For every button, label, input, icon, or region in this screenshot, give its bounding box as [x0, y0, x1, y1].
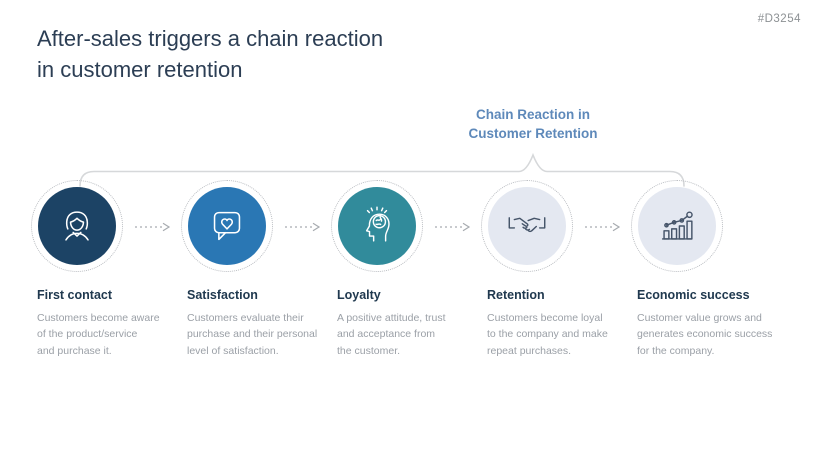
dotted-arrow-icon — [435, 222, 471, 232]
dotted-ring — [181, 180, 273, 272]
step-title: Satisfaction — [187, 288, 258, 302]
step-title: Retention — [487, 288, 545, 302]
chain-steps-row: First contact Customers become aware of … — [2, 180, 772, 359]
chain-reaction-label: Chain Reaction in Customer Retention — [468, 107, 598, 141]
slide-code: #D3254 — [757, 13, 801, 25]
handshake-icon — [504, 203, 550, 249]
brace-bracket — [79, 152, 685, 187]
dotted-ring — [31, 180, 123, 272]
dotted-arrow-icon — [285, 222, 321, 232]
step-title: Loyalty — [337, 288, 381, 302]
growth-chart-icon — [654, 203, 700, 249]
step-loyalty: Loyalty A positive attitude, trust and a… — [302, 180, 452, 359]
step-first-contact: First contact Customers become aware of … — [2, 180, 160, 359]
step-description: Customers evaluate their purchase and th… — [187, 312, 318, 357]
step-description: A positive attitude, trust and acceptanc… — [337, 312, 446, 357]
speech-bubble-heart-icon — [204, 203, 250, 249]
step-circle — [188, 187, 266, 265]
dotted-ring — [481, 180, 573, 272]
step-description: Customers become loyal to the company an… — [487, 312, 608, 357]
person-icon — [54, 203, 100, 249]
head-brain-icon — [354, 203, 400, 249]
step-description: Customers become aware of the product/se… — [37, 312, 160, 357]
dotted-ring — [331, 180, 423, 272]
step-title: Economic success — [637, 288, 750, 302]
step-economic-success: Economic success Customer value grows an… — [602, 180, 772, 359]
step-circle — [338, 187, 416, 265]
step-satisfaction: Satisfaction Customers evaluate their pu… — [152, 180, 317, 359]
step-description: Customer value grows and generates econo… — [637, 312, 773, 357]
step-circle — [38, 187, 116, 265]
dotted-arrow-icon — [135, 222, 171, 232]
dotted-arrow-icon — [585, 222, 621, 232]
slide-title: After-sales triggers a chain reaction in… — [37, 26, 384, 82]
step-circle — [488, 187, 566, 265]
step-title: First contact — [37, 288, 113, 302]
step-retention: Retention Customers become loyal to the … — [452, 180, 608, 359]
step-circle — [638, 187, 716, 265]
dotted-ring — [631, 180, 723, 272]
